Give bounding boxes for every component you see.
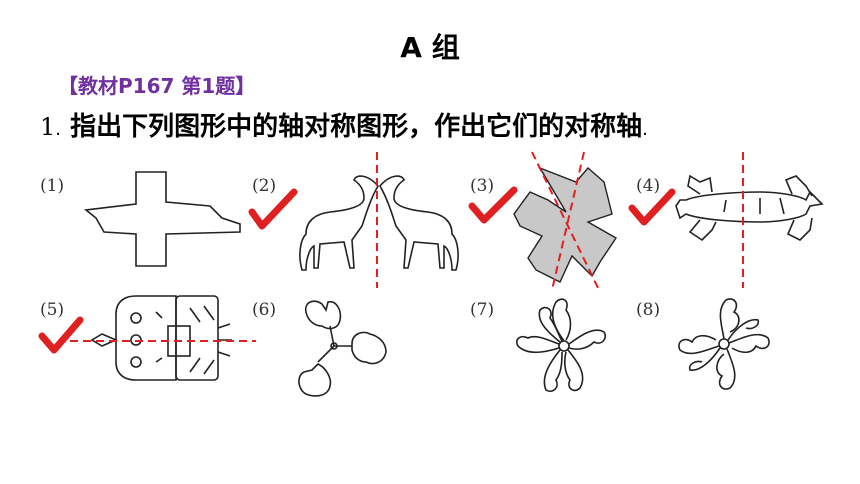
figure-7-flower (515, 298, 607, 393)
page-title: A 组 (400, 31, 460, 64)
figure-2-checkmark (248, 188, 298, 230)
figure-label-8: (8) (636, 300, 661, 320)
question-number: 1 (40, 113, 56, 141)
question-end: . (642, 119, 648, 140)
figure-label-7: (7) (470, 300, 495, 320)
figure-5-robot (90, 295, 232, 381)
figure-3-checkmark (468, 186, 518, 224)
figure-4-bone (675, 174, 824, 242)
figure-label-2: (2) (252, 176, 277, 196)
figure-1-cross (84, 171, 241, 267)
figure-label-6: (6) (252, 300, 277, 320)
figure-label-3: (3) (470, 176, 495, 196)
figure-label-1: (1) (40, 176, 65, 196)
figure-5-checkmark (38, 316, 84, 354)
question-dot: . (55, 119, 62, 140)
figure-4-checkmark (628, 188, 676, 226)
figure-6-tulips (298, 300, 387, 397)
figure-label-4: (4) (636, 176, 661, 196)
question-line: 1. 指出下列图形中的轴对称图形，作出它们的对称轴. (40, 106, 648, 143)
figure-label-5: (5) (40, 300, 65, 320)
figure-2-deer-pair (299, 175, 459, 271)
source-tag: 【教材P167 第1题】 (58, 74, 256, 98)
figure-3-axis-b (551, 151, 585, 291)
figure-3-pinwheel (513, 166, 617, 283)
question-text: 指出下列图形中的轴对称图形，作出它们的对称轴 (70, 112, 643, 142)
figure-8-swirl (678, 298, 770, 390)
